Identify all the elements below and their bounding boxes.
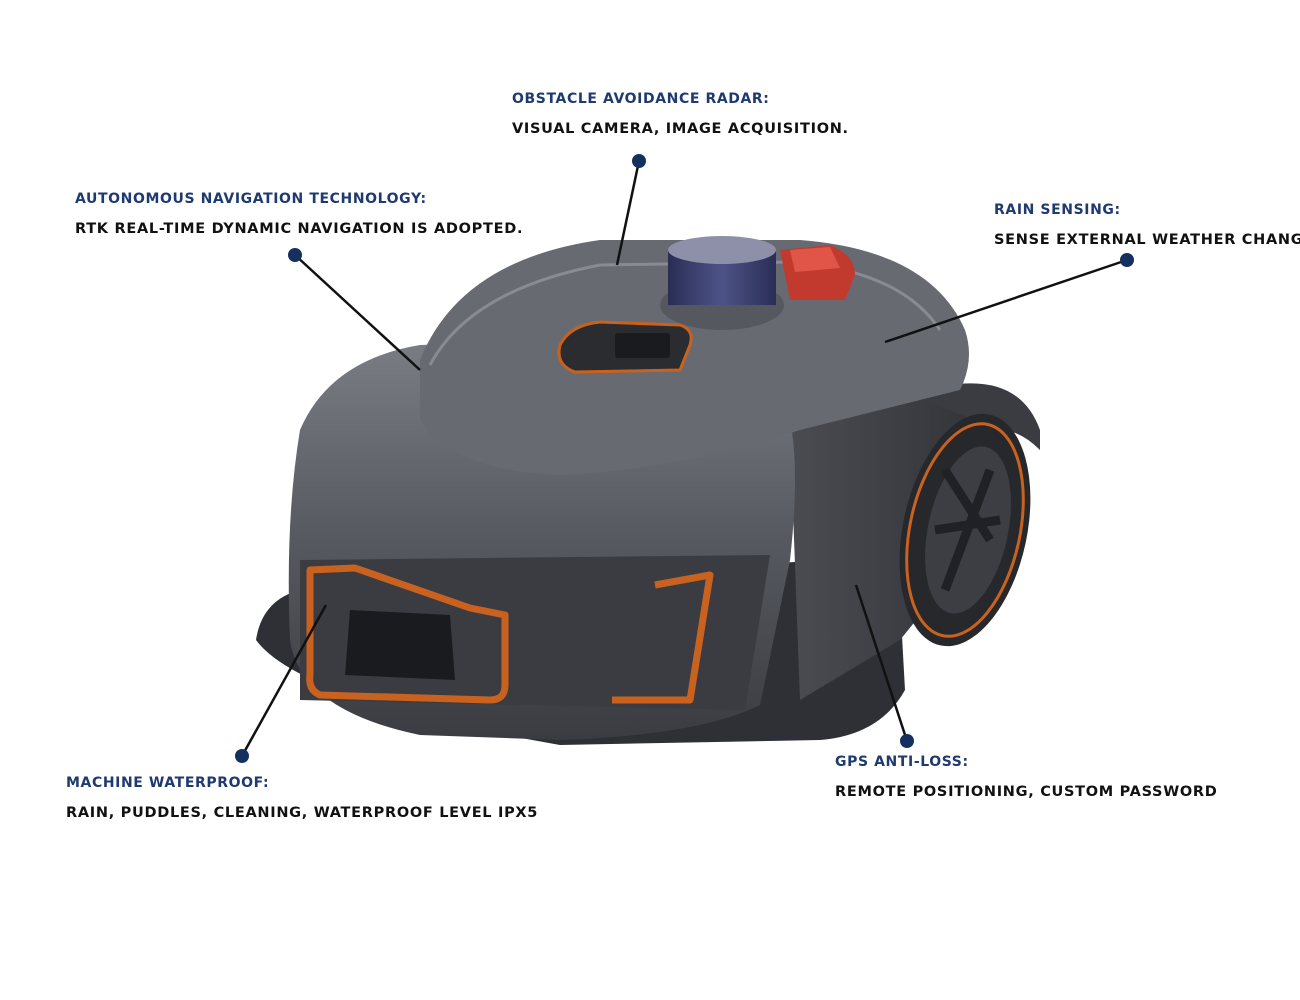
rear-wheel (899, 383, 1040, 647)
callout-title: GPS ANTI-LOSS: (835, 754, 969, 770)
callout-description: REMOTE POSITIONING, CUSTOM PASSWORD (835, 784, 1218, 800)
callout-title: AUTONOMOUS NAVIGATION TECHNOLOGY: (75, 191, 427, 207)
leader-line-rain (884, 258, 1128, 344)
callout-dot-gps (900, 734, 914, 748)
callout-dot-radar (632, 154, 646, 168)
callout-description: RAIN, PUDDLES, CLEANING, WATERPROOF LEVE… (66, 805, 539, 821)
leader-line-navigation (294, 254, 421, 371)
control-panel (557, 320, 693, 374)
callout-dots (235, 154, 1134, 763)
callout-description: VISUAL CAMERA, IMAGE ACQUISITION. (512, 121, 849, 137)
leader-line-radar (615, 160, 641, 266)
callout-title: MACHINE WATERPROOF: (66, 775, 270, 791)
callout-gps-anti-loss: GPS ANTI-LOSS: REMOTE POSITIONING, CUSTO… (835, 754, 1218, 800)
callout-description: RTK REAL-TIME DYNAMIC NAVIGATION IS ADOP… (75, 221, 524, 237)
rain-sensor-button (780, 245, 855, 300)
callout-description: SENSE EXTERNAL WEATHER CHANGES (994, 232, 1300, 248)
callout-dot-waterproof (235, 749, 249, 763)
callout-dot-rain (1120, 253, 1134, 267)
leader-lines (240, 160, 1128, 757)
leader-line-waterproof (240, 604, 328, 757)
callout-machine-waterproof: MACHINE WATERPROOF: RAIN, PUDDLES, CLEAN… (66, 775, 538, 821)
leader-line-gps (854, 584, 909, 742)
callout-dot-navigation (288, 248, 302, 262)
callout-title: RAIN SENSING: (994, 202, 1121, 218)
callout-autonomous-navigation: AUTONOMOUS NAVIGATION TECHNOLOGY: RTK RE… (75, 191, 523, 237)
front-intake (300, 555, 770, 710)
callout-obstacle-radar: OBSTACLE AVOIDANCE RADAR: VISUAL CAMERA,… (512, 91, 849, 137)
callout-title: OBSTACLE AVOIDANCE RADAR: (512, 91, 770, 107)
callout-rain-sensing: RAIN SENSING: SENSE EXTERNAL WEATHER CHA… (994, 202, 1300, 248)
radar-sensor (660, 236, 784, 330)
